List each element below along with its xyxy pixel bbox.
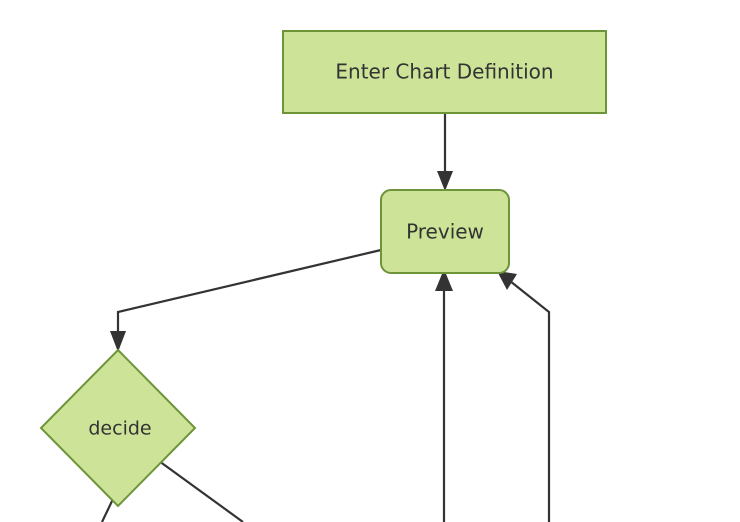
edge-enter-to-preview <box>437 113 453 191</box>
arrowhead-icon <box>437 171 453 191</box>
node-label: Enter Chart Definition <box>335 60 553 84</box>
edge-line <box>101 498 114 522</box>
node-rectangle[interactable] <box>282 30 607 114</box>
edge-bottom-right-to-preview <box>497 271 551 522</box>
edge-bottom-center-to-preview <box>435 269 453 522</box>
edge-decide-right-out <box>158 460 244 522</box>
node-label: Preview <box>406 220 484 244</box>
node-label: decide <box>88 418 151 440</box>
node-rounded-rectangle[interactable] <box>380 189 510 274</box>
arrowhead-icon <box>435 269 453 291</box>
node-enter-chart-definition[interactable]: Enter Chart Definition <box>282 30 607 114</box>
node-decide[interactable]: decide <box>39 348 197 508</box>
arrowhead-icon <box>110 331 126 352</box>
edge-line <box>158 460 244 522</box>
edge-layer <box>101 113 551 522</box>
node-diamond[interactable] <box>39 348 197 508</box>
arrowhead-icon <box>497 271 517 290</box>
edge-line <box>509 280 551 522</box>
node-preview[interactable]: Preview <box>380 189 510 274</box>
edge-decide-bottom-out <box>101 498 114 522</box>
edge-line <box>116 248 382 341</box>
edge-preview-to-decide <box>110 248 382 352</box>
node-layer: Enter Chart Definition Preview decide <box>39 30 607 508</box>
